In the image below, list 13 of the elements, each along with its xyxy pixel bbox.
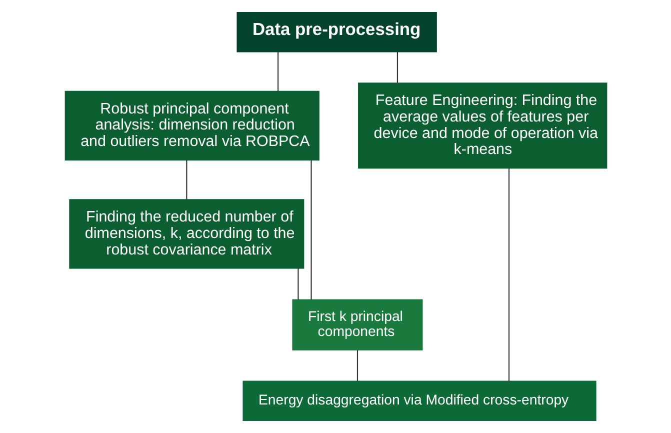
node-box: Energy disaggregation via Modified cross-entropy (242, 380, 596, 422)
connector (297, 268, 298, 300)
connector (186, 160, 187, 200)
connector (508, 168, 510, 382)
connector (396, 52, 398, 84)
node-box: Feature Engineering: Finding the average values of features per device and mode of operation via k-means (358, 82, 607, 169)
connector (356, 350, 358, 381)
node-box: Finding the reduced number of dimensions, k, according to the robust covariance matrix (68, 199, 304, 269)
node-box: Robust principal component analysis: dimension reduction and outliers removal via ROBPCA (64, 90, 319, 160)
connector (310, 160, 312, 300)
connector (277, 52, 278, 92)
node-box: First k principal components (292, 299, 422, 350)
node-box: Data pre-processing (236, 12, 436, 52)
